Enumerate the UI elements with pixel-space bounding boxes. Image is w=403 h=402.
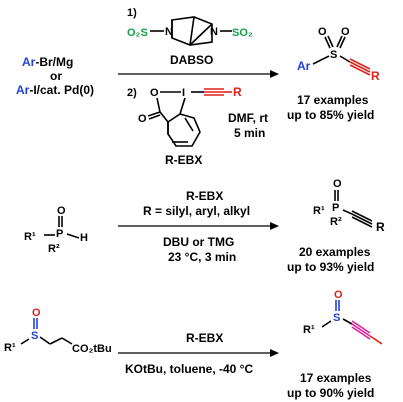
r3-product-s: S bbox=[333, 312, 340, 324]
r2-reagent-r2: R² bbox=[48, 243, 60, 255]
r2-above-1: R-EBX bbox=[186, 189, 223, 203]
r1-step2-label: 2) bbox=[127, 87, 137, 99]
r3-reagent-r1: R¹ bbox=[4, 342, 16, 354]
r3-product: O S R¹ bbox=[303, 289, 383, 345]
r3-examples: 17 examples bbox=[300, 371, 372, 385]
r2-product: O P R¹ R² R bbox=[313, 178, 385, 234]
r1-reagent-or: or bbox=[50, 69, 62, 83]
r1-product-r: R bbox=[371, 69, 380, 83]
r2-reagent-h: H bbox=[80, 232, 88, 244]
dabso-n-right: N bbox=[210, 26, 218, 38]
r1-examples: 17 examples bbox=[297, 93, 369, 107]
r1-arrow-head bbox=[270, 70, 279, 78]
r1-yield: up to 85% yield bbox=[287, 108, 374, 122]
r3-above: R-EBX bbox=[186, 331, 223, 345]
r1-product-o-right: O bbox=[341, 26, 350, 38]
r1-product-ar: Ar bbox=[297, 59, 311, 73]
r2-examples: 20 examples bbox=[299, 245, 371, 259]
r1-conditions-1: DMF, rt bbox=[228, 111, 268, 125]
r2-below-2: 23 °C, 3 min bbox=[168, 250, 236, 264]
reaction-3: O S R¹ CO₂tBu R-EBX KOtBu, toluene, -40 … bbox=[4, 289, 383, 400]
ebx-structure: O I R O bbox=[138, 85, 242, 147]
dabso-structure: N N O₂S SO₂ bbox=[127, 16, 253, 46]
r1-product: Ar S O O R bbox=[297, 26, 380, 83]
reaction-2: O P R¹ H R² R-EBX R = silyl, aryl, alkyl… bbox=[24, 178, 385, 274]
r2-below-1: DBU or TMG bbox=[163, 235, 234, 249]
ebx-name: R-EBX bbox=[165, 153, 202, 167]
r3-product-o: O bbox=[334, 289, 343, 301]
r3-arrow-head bbox=[270, 349, 279, 357]
r1-reagent-line1: Ar-Br/Mg bbox=[22, 55, 73, 69]
ebx-carbonyl-o: O bbox=[138, 113, 147, 125]
dabso-name: DABSO bbox=[170, 53, 213, 67]
r3-reagent: O S R¹ CO₂tBu bbox=[4, 307, 112, 355]
r2-reagent-r1: R¹ bbox=[24, 231, 36, 243]
ebx-o: O bbox=[150, 87, 159, 99]
r1-step1-label: 1) bbox=[127, 7, 137, 19]
r2-reagent-o: O bbox=[57, 205, 66, 217]
r2-product-o: O bbox=[333, 178, 342, 190]
r2-arrow-head bbox=[270, 222, 279, 230]
r1-product-s: S bbox=[330, 49, 337, 61]
dabso-so2-left: O₂S bbox=[127, 27, 148, 39]
r1-product-o-left: O bbox=[318, 26, 327, 38]
r2-reagent-p: P bbox=[56, 228, 63, 240]
dabso-so2-right: SO₂ bbox=[232, 27, 253, 39]
r2-product-r1: R¹ bbox=[313, 205, 325, 217]
dabso-n-left: N bbox=[165, 26, 173, 38]
r2-product-r2: R² bbox=[330, 216, 342, 228]
r3-reagent-ester: CO₂tBu bbox=[72, 343, 112, 355]
r3-product-r1: R¹ bbox=[303, 324, 315, 336]
r3-reagent-s: S bbox=[31, 330, 38, 342]
r3-reagent-o: O bbox=[32, 307, 41, 319]
r2-product-r: R bbox=[376, 220, 385, 234]
r2-yield: up to 93% yield bbox=[287, 260, 374, 274]
r3-below: KOtBu, toluene, -40 °C bbox=[125, 362, 253, 376]
ebx-r: R bbox=[233, 85, 242, 99]
r1-reagent-line3: Ar-I/cat. Pd(0) bbox=[16, 83, 94, 97]
r2-reagent: O P R¹ H R² bbox=[24, 205, 88, 255]
r3-yield: up to 90% yield bbox=[287, 386, 374, 400]
reaction-1: Ar-Br/Mg or Ar-I/cat. Pd(0) 1) N N O₂S S… bbox=[16, 7, 380, 167]
r2-product-p: P bbox=[332, 202, 339, 214]
r1-conditions-2: 5 min bbox=[234, 126, 265, 140]
ebx-i: I bbox=[182, 87, 185, 99]
r2-above-2: R = silyl, aryl, alkyl bbox=[143, 204, 250, 218]
